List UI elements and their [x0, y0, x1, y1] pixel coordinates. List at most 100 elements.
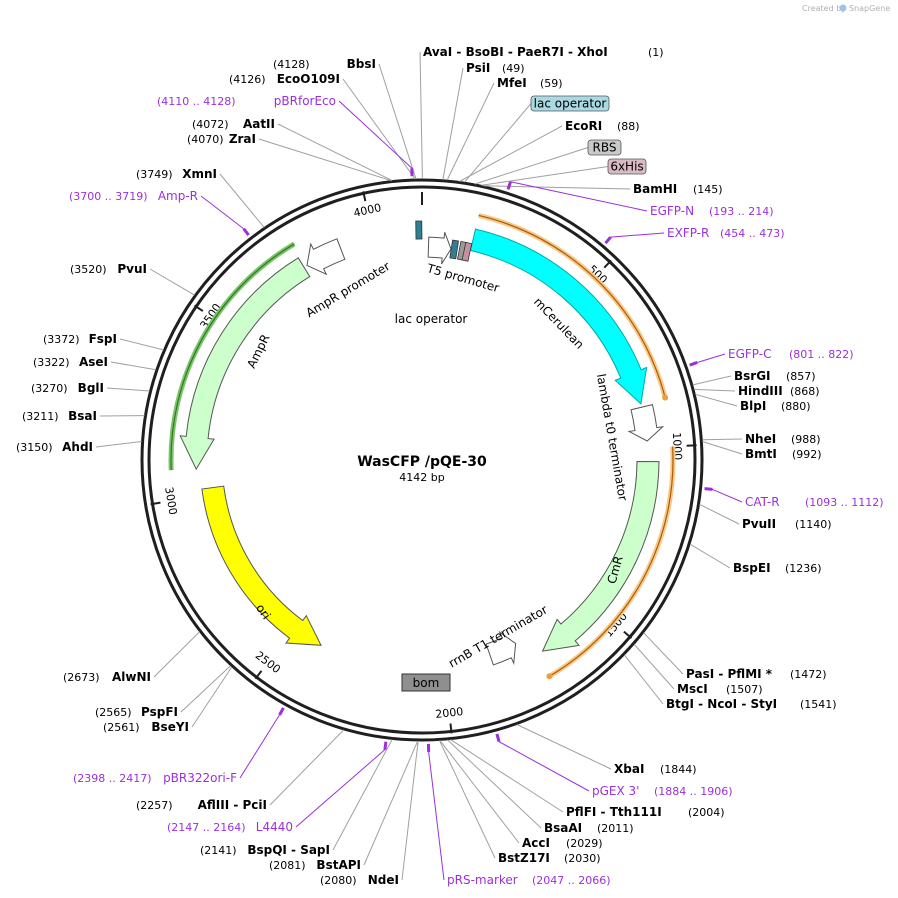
site-position: (59) — [540, 77, 563, 90]
site-position: (2673) — [63, 671, 100, 684]
feature-box-leader — [481, 166, 609, 186]
site-name-bspqi-sapi: BspQI - SapI — [247, 843, 330, 857]
site-leader-line — [110, 361, 156, 371]
orf-arc-line — [478, 214, 666, 398]
site-position: (1507) — [726, 683, 763, 696]
primer-site-mark — [704, 487, 713, 491]
site-position: (3372) — [43, 333, 80, 346]
lambda-t0-terminator-arrow — [627, 404, 665, 442]
ampr-promoter-arrow — [306, 238, 346, 276]
site-position: (880) — [781, 400, 811, 413]
site-position: (4070) — [187, 133, 224, 146]
site-name-pflfi-tth111i: PflFI - Tth111I — [566, 805, 662, 819]
site-position: (4126) — [229, 73, 266, 86]
site-position: (3322) — [33, 356, 70, 369]
mcerulean-arrow — [469, 228, 648, 405]
site-leader-line — [153, 631, 200, 678]
site-position: (1541) — [800, 698, 837, 711]
primer-name-l4440: L4440 — [256, 820, 293, 834]
site-leader-line — [258, 138, 392, 182]
site-position: (2141) — [200, 844, 237, 857]
site-leader-line — [106, 387, 150, 392]
primer-leader-line — [200, 195, 245, 230]
rrnb-t1-terminator-arrow — [485, 630, 517, 666]
site-leader-line — [623, 654, 664, 705]
ori-arrow — [201, 485, 322, 646]
site-name-bgli: BglI — [78, 381, 104, 395]
created-by-text: Created by — [802, 4, 846, 13]
primer-site-mark — [383, 741, 388, 750]
site-name-bstapi: BstAPI — [316, 858, 361, 872]
site-name-btgi-ncoi-styi: BtgI - NcoI - StyI — [666, 697, 777, 711]
primer-leader-line — [498, 741, 590, 792]
primer-name-cat-r: CAT-R — [745, 495, 780, 509]
his-tag-block — [461, 241, 473, 262]
site-position: (3520) — [70, 263, 107, 276]
site-leader-line — [149, 268, 195, 296]
primer-position: (1093 .. 1112) — [805, 496, 884, 509]
primer-position: (3700 .. 3719) — [69, 190, 148, 203]
feature-box-label: RBS — [593, 141, 617, 155]
site-name-pvuii: PvuII — [742, 517, 776, 531]
site-leader-line — [219, 173, 265, 228]
site-leader-line — [95, 440, 142, 448]
site-position: (2004) — [688, 806, 725, 819]
site-name-bspei: BspEI — [733, 561, 771, 575]
primer-leader-line — [610, 232, 665, 238]
feature-box-label: lac operator — [534, 97, 607, 111]
primer-position: (1884 .. 1906) — [654, 785, 733, 798]
site-leader-line — [401, 740, 419, 881]
site-position: (1236) — [785, 562, 822, 575]
plasmid-length: 4142 bp — [399, 471, 444, 484]
primer-leader-line — [239, 714, 280, 779]
primer-site-mark — [495, 733, 501, 743]
site-leader-line — [483, 185, 631, 190]
site-position: (3749) — [136, 168, 173, 181]
primer-name-pgex-3: pGEX 3' — [592, 784, 639, 798]
feature-box-leader — [464, 103, 532, 183]
site-position: (2011) — [597, 822, 634, 835]
primer-name-amp-r: Amp-R — [158, 189, 198, 203]
ruler-label: 1500 — [602, 610, 630, 640]
primer-site-mark — [242, 227, 250, 237]
site-leader-line — [693, 388, 736, 392]
site-position: (2565) — [95, 706, 132, 719]
site-name-psii: PsiI — [466, 61, 490, 75]
site-name-xbai: XbaI — [614, 762, 644, 776]
site-name-fspi: FspI — [89, 332, 117, 346]
feature-box-lac-operator — [530, 95, 610, 112]
site-leader-line — [459, 125, 563, 182]
site-leader-line — [332, 739, 393, 851]
primer-position: (454 .. 473) — [720, 227, 785, 240]
site-leader-line — [516, 724, 612, 770]
site-position: (868) — [790, 385, 820, 398]
ampr-arrow — [179, 257, 311, 471]
site-name-bbsi: BbsI — [347, 57, 376, 71]
site-name-bseyi: BseYI — [151, 720, 189, 734]
site-name-asei: AseI — [79, 355, 108, 369]
site-position: (4072) — [192, 118, 229, 131]
ruler-tick — [623, 630, 633, 639]
site-leader-line — [419, 51, 423, 180]
primer-name-egfp-c: EGFP-C — [728, 347, 771, 361]
site-position: (3270) — [31, 382, 68, 395]
primer-site-mark — [689, 361, 698, 367]
primer-name-pbr322ori-f: pBR322ori-F — [163, 771, 237, 785]
site-leader-line — [119, 338, 164, 351]
site-name-pvui: PvuI — [117, 262, 147, 276]
site-leader-line — [695, 393, 738, 407]
primer-name-prs-marker: pRS-marker — [447, 873, 518, 887]
orf-arrow-tip — [662, 394, 669, 401]
site-position: (2257) — [136, 799, 173, 812]
site-name-avai-bsobi-paer7i-xhoi: AvaI - BsoBI - PaeR7I - XhoI — [423, 45, 608, 59]
site-name-bstz17i: BstZ17I — [498, 851, 550, 865]
snapgene-brand-text: SnapGene — [849, 4, 890, 13]
primer-leader-line — [712, 488, 743, 503]
site-leader-line — [643, 632, 684, 675]
site-leader-line — [363, 740, 419, 866]
ruler-label: 3000 — [162, 486, 179, 516]
site-name-zrai: ZraI — [229, 132, 256, 146]
site-leader-line — [277, 123, 393, 182]
site-leader-line — [633, 643, 675, 690]
